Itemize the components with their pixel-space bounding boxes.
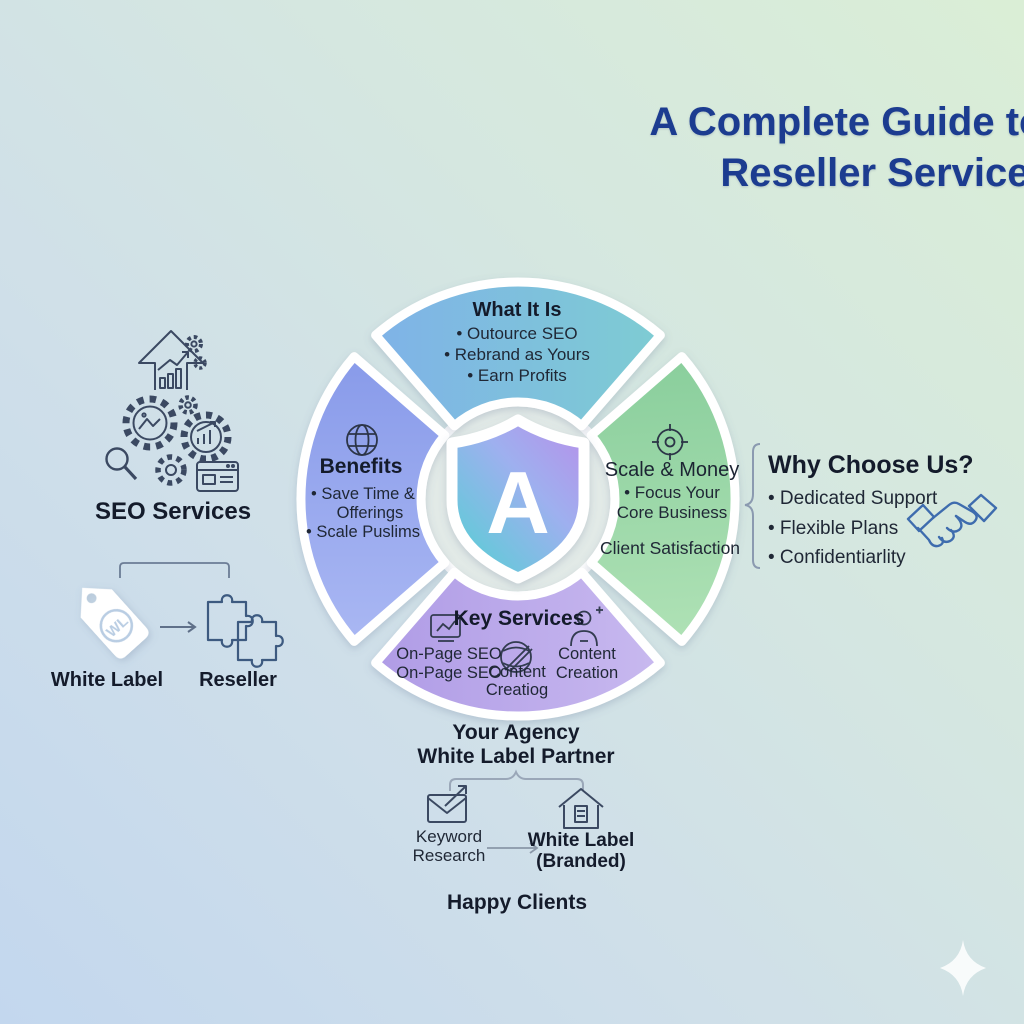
white-label-label: White Label (50, 669, 164, 691)
agency-line: White Label Partner (417, 744, 615, 768)
bullet-item: • Save Time & (311, 485, 415, 503)
service-item: On-Page SEO (396, 663, 502, 682)
keyword-line: Research (412, 845, 486, 865)
white-label-tag-icon: WL (80, 587, 149, 659)
sector-bottom (371, 567, 665, 721)
content-globe-pencil-icon (500, 641, 533, 673)
service-item: On-Page SEO (396, 645, 502, 663)
keyword-line: Keyword (415, 827, 483, 846)
puzzle-icon (206, 594, 284, 668)
bullet-item: • Rebrand as Yours (444, 345, 590, 364)
bracket-line (119, 562, 230, 578)
right-quadrant-lines: • Focus Your Core Business (617, 483, 728, 522)
bullet-item: • Earn Profits (467, 366, 567, 385)
keyword-research-label: Keyword Research (412, 827, 486, 865)
sparkle-icon (940, 940, 986, 996)
seo-services-label: SEO Services (94, 498, 252, 525)
service-item: Content (488, 663, 546, 681)
service-item: Content (558, 645, 616, 663)
seo-cluster-icon (105, 330, 239, 492)
bullet-item: • Outource SEO (456, 324, 578, 343)
left-quadrant-lines: • Save Time & Offerings • Scale Puslims (306, 485, 420, 542)
top-quadrant-bullets: • Outource SEO • Rebrand as Yours • Earn… (444, 323, 590, 386)
sector-top (371, 277, 665, 431)
reseller-label: Reseller (199, 669, 277, 691)
left-quadrant-heading: Benefits (319, 455, 403, 478)
top-quadrant-heading: What It Is (472, 299, 562, 321)
agency-line: Your Agency (452, 721, 580, 744)
bottom-quadrant-center-lines: Content Creatiog (486, 663, 548, 699)
agency-label: Your Agency White Label Partner (417, 721, 614, 768)
happy-clients-label: Happy Clients (446, 891, 588, 914)
house-icon (558, 788, 604, 829)
shield-letter: A (486, 453, 550, 552)
bottom-quadrant-heading: Key Services (453, 607, 585, 630)
service-item: Creatiog (485, 681, 549, 699)
arrow-right-icon (487, 842, 539, 854)
bullet-item: • Dedicated Support (768, 488, 938, 509)
sector-left (296, 352, 450, 646)
why-choose-us-heading: Why Choose Us? (768, 451, 974, 479)
arrow-right-icon (160, 621, 197, 633)
right-quadrant-heading: Scale & Money (604, 459, 740, 481)
branded-line: White Label (527, 830, 635, 851)
person-plus-icon (570, 606, 603, 647)
shield-icon: A (446, 414, 590, 584)
right-quadrant-footer: Client Satisfaction (599, 538, 741, 558)
keyword-envelope-icon (427, 785, 467, 823)
monitor-icon (430, 614, 461, 642)
bottom-quadrant-left-lines: On-Page SEO On-Page SEO (396, 645, 501, 682)
curly-brace-icon (744, 443, 761, 569)
agency-brace-icon (449, 769, 584, 791)
title-line-1: A Complete Guide to White Label SEO (649, 100, 1024, 144)
bullet-item: • Focus Your (624, 483, 720, 502)
sector-right (586, 352, 740, 646)
bottom-quadrant-right-lines: Content Creation (556, 645, 618, 682)
white-label-branded-label: White Label (Branded) (527, 830, 635, 872)
handshake-icon (906, 493, 998, 548)
branded-line: (Branded) (536, 850, 626, 872)
bullet-item: Offerings (336, 504, 404, 522)
bullet-item: Core Business (616, 502, 728, 522)
title-line-2: Reseller Services for Agencies (720, 151, 1024, 195)
target-icon (652, 424, 688, 460)
bullet-item: • Flexible Plans (768, 517, 899, 539)
service-item: Creation (555, 663, 619, 682)
bullet-item: • Confidentiarlity (768, 547, 906, 568)
infographic-title: A Complete Guide to White Label SEO Rese… (512, 97, 1024, 199)
why-choose-us-bullets: • Dedicated Support • Flexible Plans • C… (768, 484, 937, 573)
globe-icon (346, 424, 378, 456)
bullet-item: • Scale Puslims (306, 523, 420, 541)
